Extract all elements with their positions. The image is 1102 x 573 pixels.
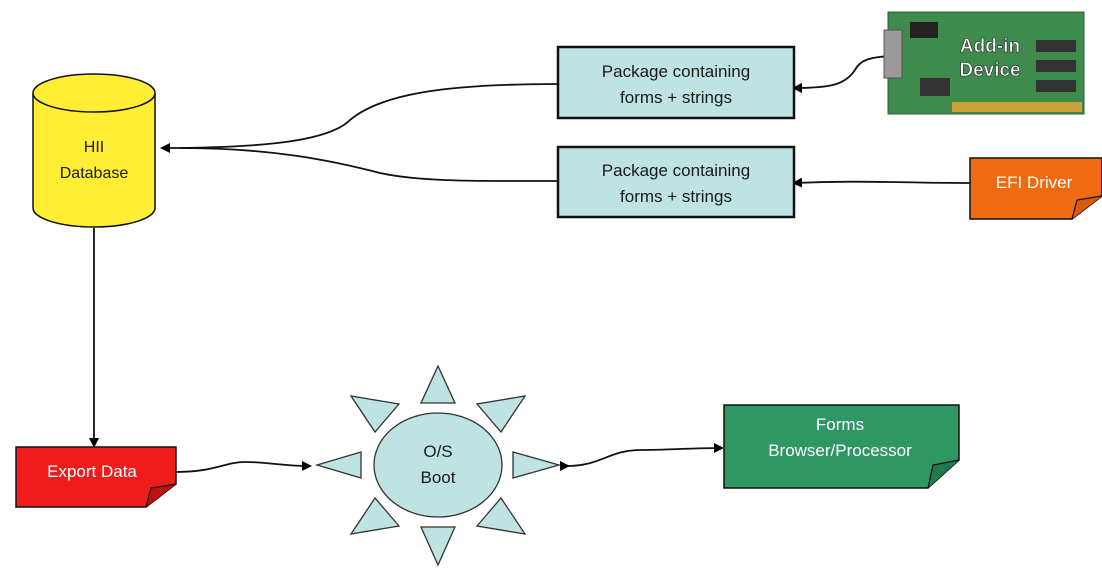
package-top-line2: forms + strings (620, 88, 732, 107)
connectors (89, 55, 971, 473)
database-label-line1: HII (84, 139, 104, 156)
card-chip-2 (1036, 40, 1076, 52)
package-bottom-node: Package containing forms + strings (556, 145, 796, 219)
sun-ray-bottom (419, 526, 457, 567)
os-boot-line1: O/S (423, 442, 452, 461)
hii-database-node: HII Database (32, 73, 156, 228)
connector-device-to-top-package (792, 55, 901, 93)
forms-browser-line1: Forms (816, 415, 864, 434)
database-cylinder-body (32, 93, 156, 228)
export-data-node: Export Data (15, 446, 177, 508)
card-chip-3 (1036, 60, 1076, 72)
package-top-line1: Package containing (602, 62, 750, 81)
sun-ray-left (314, 451, 362, 479)
package-bottom-box (556, 145, 796, 219)
connector-top-package-to-database (160, 83, 559, 153)
sun-ray-bottom-right (475, 496, 527, 535)
os-boot-line2: Boot (421, 468, 456, 487)
card-chip-1 (910, 22, 938, 38)
card-chip-4 (1036, 80, 1076, 92)
package-bottom-line1: Package containing (602, 161, 750, 180)
sun-ray-top-right (475, 395, 527, 434)
database-cylinder-top (32, 73, 156, 113)
package-top-box (556, 45, 796, 120)
card-chip-5 (920, 78, 950, 96)
sun-ray-bottom-left (349, 496, 401, 535)
export-data-fold (145, 483, 177, 508)
add-in-device-node: Add-in Device (883, 11, 1085, 115)
os-boot-node: O/S Boot (314, 364, 562, 567)
sun-ray-right (512, 451, 562, 479)
package-bottom-line2: forms + strings (620, 187, 732, 206)
connector-export-to-os-boot (175, 460, 312, 473)
card-bracket (883, 29, 903, 79)
forms-browser-node: Forms Browser/Processor (723, 404, 960, 489)
os-boot-circle (373, 412, 503, 518)
efi-driver-label: EFI Driver (996, 173, 1073, 192)
export-data-label: Export Data (47, 462, 137, 481)
sun-ray-top-left (349, 395, 401, 434)
efi-driver-fold (1071, 195, 1102, 220)
forms-browser-line2: Browser/Processor (768, 441, 912, 460)
card-edge-connector (952, 102, 1082, 112)
database-label-line2: Database (60, 165, 129, 182)
forms-browser-fold (927, 459, 960, 489)
add-in-device-line2: Device (959, 60, 1020, 81)
sun-ray-top (419, 364, 457, 404)
package-top-node: Package containing forms + strings (556, 45, 796, 120)
connector-efi-driver-to-bottom-package (792, 177, 971, 188)
connector-bottom-package-to-database (179, 147, 559, 182)
efi-driver-node: EFI Driver (969, 157, 1102, 220)
connector-os-boot-to-forms-browser (559, 443, 724, 472)
add-in-device-line1: Add-in (960, 36, 1020, 57)
